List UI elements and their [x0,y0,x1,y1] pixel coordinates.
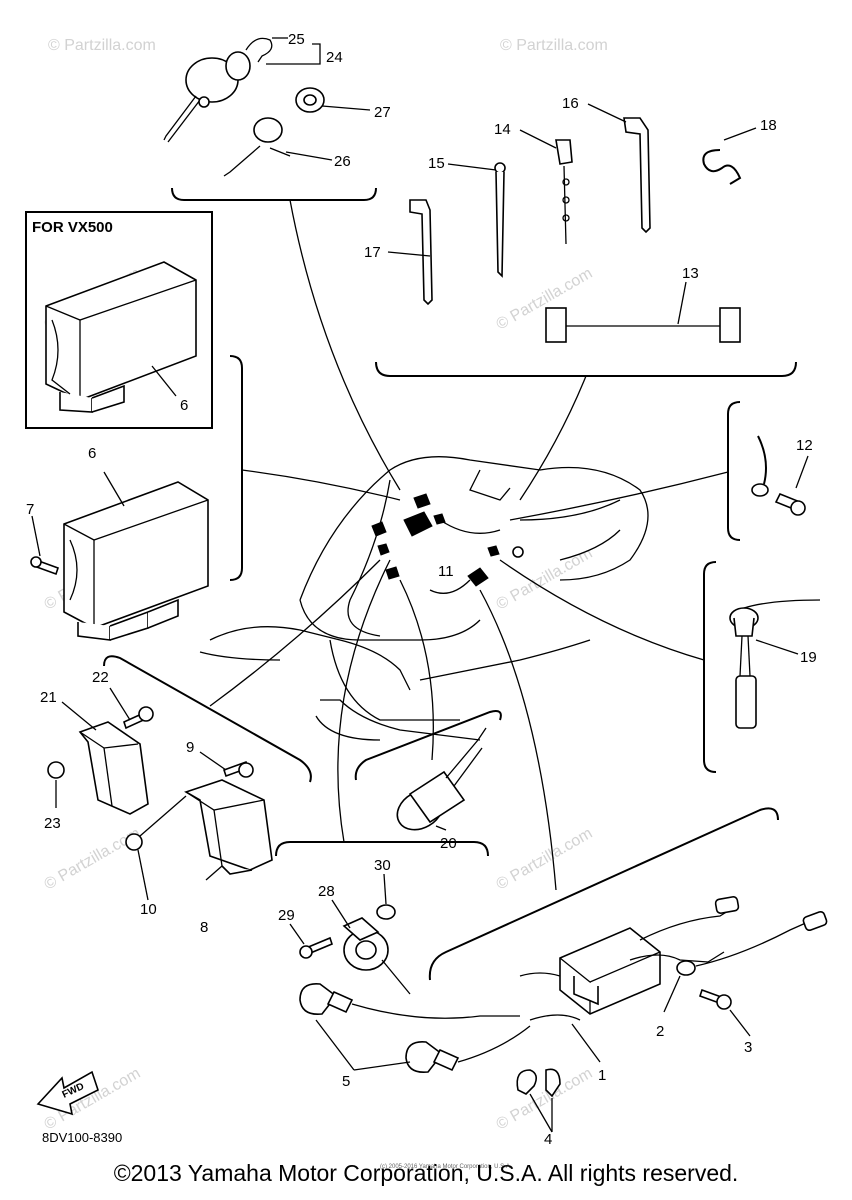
callout-20: 20 [440,835,457,852]
callout-16: 16 [562,95,579,112]
lead-lines-24-25 [266,37,321,65]
copyright-footer: ©2013 Yamaha Motor Corporation, U.S.A. A… [113,1160,739,1186]
inset-vx500: FOR VX500 [25,211,213,429]
callout-2: 2 [656,1023,664,1040]
callout-3: 3 [744,1039,752,1056]
inset-frame [25,211,213,429]
watermark: © Partzilla.com [48,37,156,54]
main-harness-assembly [199,456,649,741]
stop-switch-26 [223,117,333,177]
unit-21-assembly [47,687,154,815]
callout-9: 9 [186,739,194,756]
callout-30: 30 [374,857,391,874]
callout-28: 28 [318,883,335,900]
watermark: © Partzilla.com [42,825,144,894]
callout-6-inset: 6 [180,397,188,414]
callout-17: 17 [364,244,381,261]
callout-25: 25 [288,31,305,48]
sensor-19 [729,599,821,729]
callout-6: 6 [88,445,96,462]
diagram-code: 8DV100-8390 [42,1130,122,1145]
band-15 [447,162,506,278]
callout-26: 26 [334,153,351,170]
screw-3 [698,988,751,1037]
band-17 [387,199,433,306]
cdi-unit-6 [63,471,209,641]
callout-29: 29 [278,907,295,924]
band-16 [587,103,651,234]
callout-15: 15 [428,155,445,172]
callout-19: 19 [800,649,817,666]
watermark: © Partzilla.com [494,825,596,894]
callout-21: 21 [40,689,57,706]
callout-8: 8 [200,919,208,936]
holder-14 [519,129,573,245]
callout-7: 7 [26,501,34,518]
callout-5: 5 [342,1073,350,1090]
inset-title: FOR VX500 [32,219,113,236]
switch-28-assembly [289,873,411,995]
callout-10: 10 [140,901,157,918]
small-print: (c) 2005-2016 Yamaha Motor Corporation, … [380,1164,512,1170]
ignition-coil-1 [519,905,737,1063]
callout-13: 13 [682,265,699,282]
wire-2 [663,896,828,1013]
unit-8-assembly [125,751,273,901]
lead-wire-12 [751,435,809,516]
callout-12: 12 [796,437,813,454]
callout-18: 18 [760,117,777,134]
callout-1: 1 [598,1067,606,1084]
callout-4: 4 [544,1131,552,1148]
callout-numbers: 25 24 27 26 16 14 18 15 17 13 6 6 12 7 1… [26,31,817,1148]
fwd-arrow-icon: FWD [36,1070,99,1116]
lead-13 [545,281,741,343]
watermark: © Partzilla.com [494,265,596,334]
callout-24: 24 [326,49,343,66]
clamps-4 [516,1068,561,1133]
leader-lines [209,199,729,891]
callout-14: 14 [494,121,511,138]
watermark: © Partzilla.com [494,1065,596,1134]
callout-11: 11 [438,563,454,580]
clamp-18 [702,127,757,185]
callout-22: 22 [92,669,109,686]
callout-27: 27 [374,104,391,121]
plug-caps-5 [299,983,531,1074]
main-switch-assembly [163,37,273,143]
unit-20 [396,727,487,831]
watermark: © Partzilla.com [500,37,608,54]
screw-7 [30,515,60,576]
callout-23: 23 [44,815,61,832]
grommet-27 [295,87,371,113]
